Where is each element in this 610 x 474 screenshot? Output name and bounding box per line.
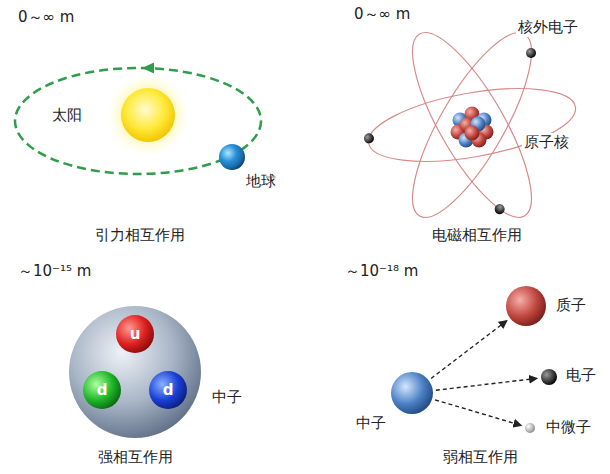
sun-node: 太阳	[50, 71, 192, 159]
node-label: 太阳	[52, 106, 82, 125]
node-label: 核外电子	[516, 18, 580, 37]
node-label: 电子	[566, 366, 596, 385]
decay-arrow	[436, 378, 538, 390]
quark-letter: u	[130, 325, 141, 344]
node-shape	[67, 304, 244, 440]
electron-dot	[493, 202, 507, 216]
nucleus-node: 原子核	[447, 102, 573, 154]
caption: 强相互作用	[98, 448, 173, 467]
decay-arrow	[431, 320, 508, 378]
range-label: ～10⁻¹⁸ m	[345, 262, 418, 281]
neutron-sphere: 中子 u d d	[67, 304, 244, 440]
range-label: ～10⁻¹⁵ m	[18, 262, 91, 281]
down-quark: d	[81, 369, 123, 411]
quark-letter: d	[163, 381, 174, 400]
up-quark: u	[114, 313, 156, 355]
range-label: 0～∞ m	[18, 8, 74, 27]
node-label: 质子	[556, 296, 586, 315]
particle-sphere	[149, 371, 187, 409]
particle-sphere	[391, 372, 433, 414]
particle-sphere	[83, 371, 121, 409]
particle-sphere	[526, 48, 536, 58]
electron-orbit	[392, 18, 552, 232]
orbit-arrowhead	[142, 63, 154, 74]
caption: 电磁相互作用	[430, 226, 524, 245]
neutrino-node: 中微子	[523, 416, 593, 439]
electron-node: 电子	[539, 364, 598, 387]
nucleus-outline	[449, 104, 495, 150]
electron-dot	[363, 133, 375, 145]
particle-sphere	[525, 423, 535, 433]
node-label: 原子核	[522, 133, 571, 152]
earth-orbit	[15, 68, 261, 174]
range-label: 0～∞ m	[352, 5, 412, 24]
particle-sphere	[69, 306, 201, 438]
caption: 弱相互作用	[443, 448, 518, 467]
particle-sphere	[219, 144, 245, 170]
quark-letter: d	[97, 381, 108, 400]
particle-sphere	[121, 88, 175, 142]
decay-arrow	[435, 400, 522, 426]
proton-node: 质子	[504, 284, 588, 328]
particle-sphere	[116, 315, 154, 353]
node-label: 中子	[356, 414, 386, 433]
electron-orbit	[359, 75, 581, 175]
down-quark: d	[147, 369, 189, 411]
electron-node: 核外电子	[514, 16, 582, 60]
particle-sphere	[506, 286, 546, 326]
node-label: 中微子	[546, 418, 591, 437]
electron-orbit	[392, 18, 552, 232]
nucleon-ball	[465, 126, 480, 141]
node-label: 地球	[246, 172, 276, 191]
earth-node: 地球	[217, 142, 278, 193]
caption: 引力相互作用	[95, 226, 185, 245]
node-label: 中子	[212, 388, 242, 407]
sun-glow	[106, 73, 190, 157]
particle-sphere	[541, 369, 557, 385]
neutron-node: 中子	[354, 370, 435, 435]
